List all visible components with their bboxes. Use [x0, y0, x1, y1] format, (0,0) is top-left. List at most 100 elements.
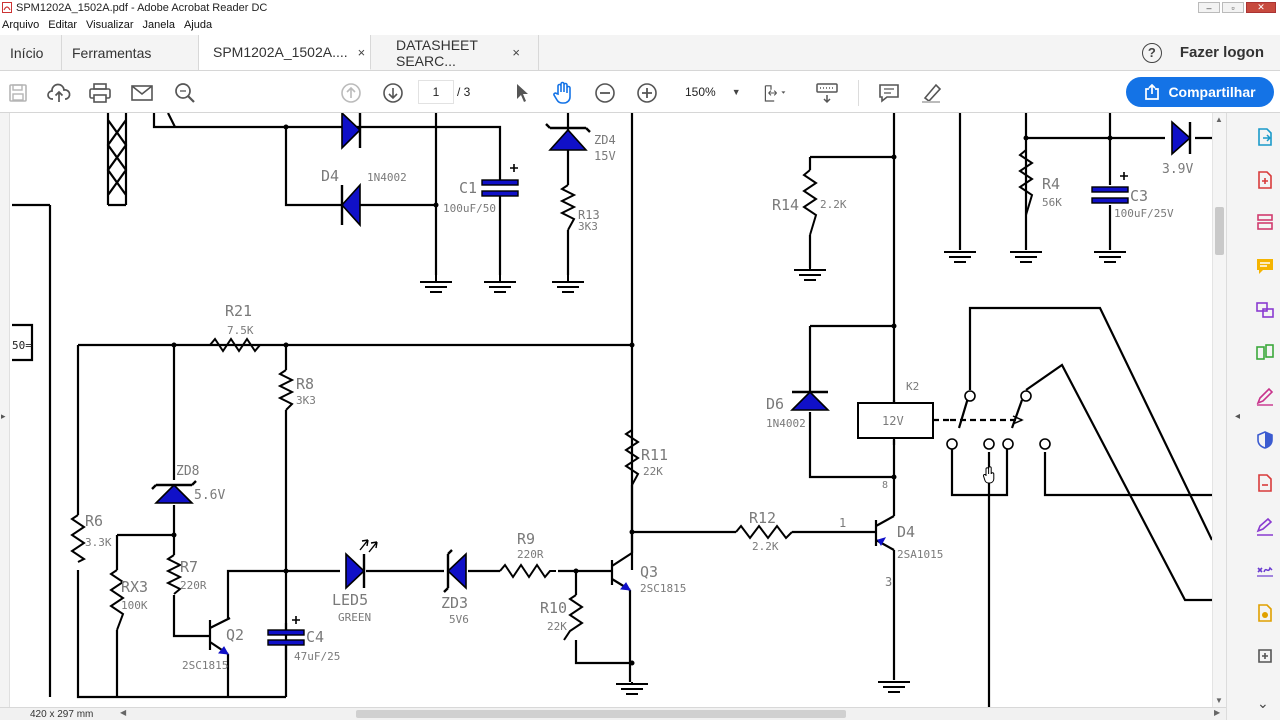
tab-document-label: DATASHEET SEARC... [396, 36, 478, 69]
menu-visualizar[interactable]: Visualizar [86, 19, 134, 31]
close-window-icon[interactable]: ✕ [1246, 2, 1276, 13]
menu-arquivo[interactable]: Arquivo [2, 19, 40, 31]
label-zd8: ZD8 [176, 464, 199, 479]
value-r14: 2.2K [820, 198, 847, 211]
print-icon[interactable] [88, 81, 112, 105]
label-c4: C4 [306, 628, 324, 646]
login-link[interactable]: Fazer logon [1179, 44, 1264, 61]
export-pdf-icon[interactable] [1255, 127, 1275, 147]
fill-sign-icon[interactable] [1255, 386, 1275, 406]
select-cursor-icon[interactable] [510, 81, 534, 105]
page-size-readout: 420 x 297 mm [30, 709, 94, 720]
label-r7: R7 [180, 558, 198, 576]
value-r8: 3K3 [296, 394, 316, 407]
next-page-icon[interactable] [381, 81, 405, 105]
expand-left-icon[interactable]: ▸ [1, 411, 6, 421]
value-q2: 2SC1815 [182, 659, 228, 672]
tab-tools[interactable]: Ferramentas [62, 35, 199, 70]
save-icon[interactable] [6, 81, 30, 105]
window-title: SPM1202A_1502A.pdf - Adobe Acrobat Reade… [16, 1, 268, 14]
zoom-level-value: 150% [685, 85, 716, 99]
zoom-out-icon[interactable] [593, 81, 617, 105]
previous-page-icon[interactable] [339, 81, 363, 105]
collapse-panel-icon[interactable]: ◂ [1235, 411, 1241, 422]
pin-label-1: 1 [839, 516, 846, 530]
search-icon[interactable] [173, 81, 197, 105]
page-number-input[interactable]: 1 [418, 80, 454, 104]
comment-icon[interactable] [877, 81, 901, 105]
left-panel-toggle-strip[interactable]: ▸ [0, 113, 10, 707]
combine-files-icon[interactable] [1255, 300, 1275, 320]
value-r11: 22K [643, 465, 663, 478]
window-controls: – ▫ ✕ [1198, 0, 1276, 15]
close-tab-icon[interactable]: × [512, 45, 520, 60]
help-icon[interactable]: ? [1141, 42, 1162, 63]
menu-editar[interactable]: Editar [48, 19, 78, 31]
label-r4: R4 [1042, 175, 1060, 193]
label-zd4: ZD4 [594, 133, 616, 147]
status-bar: 420 x 297 mm ◀ ▶ [0, 707, 1226, 720]
upload-cloud-icon[interactable] [47, 81, 71, 105]
label-r8: R8 [296, 375, 314, 393]
scroll-up-icon[interactable]: ▲ [1215, 115, 1223, 124]
value-zd4: 15V [594, 149, 616, 163]
label-q4: D4 [897, 523, 915, 541]
protect-shield-icon[interactable] [1255, 430, 1275, 450]
scroll-right-icon[interactable]: ▶ [1214, 708, 1221, 717]
comment-tool-icon[interactable] [1255, 256, 1275, 276]
fit-page-icon[interactable] [763, 81, 787, 105]
toolbar: 1 / 3 150% ▼ Co [0, 72, 1280, 113]
edit-pdf-icon[interactable] [1255, 212, 1275, 232]
minimize-icon[interactable]: – [1198, 2, 1220, 13]
tab-document-spm1202a[interactable]: SPM1202A_1502A.... × [199, 35, 371, 70]
label-k2: K2 [906, 380, 919, 393]
certificate-sign-icon[interactable] [1255, 560, 1275, 580]
label-led5: LED5 [332, 591, 368, 609]
right-tools-panel: ◂ ⌄ [1226, 113, 1280, 720]
tab-tools-label: Ferramentas [72, 44, 152, 61]
email-icon[interactable] [130, 81, 154, 105]
value-zd3: 5V6 [449, 613, 469, 626]
tab-home[interactable]: Início [0, 35, 62, 70]
value-c3: 100uF/25V [1114, 207, 1174, 220]
title-bar: SPM1202A_1502A.pdf - Adobe Acrobat Reade… [0, 0, 1280, 15]
chevron-down-icon[interactable]: ⌄ [1257, 695, 1269, 711]
more-tools-icon[interactable] [1255, 646, 1275, 666]
close-tab-icon[interactable]: × [357, 44, 366, 60]
label-d6: D6 [766, 395, 784, 413]
stamp-file-icon[interactable] [1255, 603, 1275, 623]
tab-home-label: Início [10, 44, 44, 61]
vertical-scrollbar[interactable]: ▲ ▼ [1212, 113, 1226, 707]
value-zd-top-right: 3.9V [1162, 162, 1193, 177]
keyboard-icon[interactable] [815, 81, 839, 105]
menu-janela[interactable]: Janela [142, 19, 175, 31]
pin-label-relay: 8 [882, 480, 888, 491]
organize-pages-icon[interactable] [1255, 343, 1275, 363]
scrollbar-thumb[interactable] [1215, 207, 1224, 255]
toolbar-separator [858, 80, 859, 106]
tab-document-datasheet[interactable]: DATASHEET SEARC... × [371, 35, 539, 70]
menu-ajuda[interactable]: Ajuda [183, 19, 213, 31]
zoom-level-select[interactable]: 150% ▼ [670, 80, 746, 104]
export-file-icon[interactable] [1255, 473, 1275, 493]
highlight-pen-icon[interactable] [919, 81, 943, 105]
hand-tool-icon[interactable] [551, 81, 575, 105]
share-button-label: Compartilhar [1168, 84, 1256, 100]
horizontal-scrollbar-thumb[interactable] [356, 710, 846, 718]
document-view[interactable]: D4 C1 R13 R14 R4 C3 R21 R8 D6 R11 R6 RX3… [10, 113, 1212, 707]
pin-label-3: 3 [885, 575, 892, 589]
label-c1: C1 [459, 179, 477, 197]
value-k2: 12V [882, 414, 904, 428]
label-r11: R11 [641, 446, 668, 464]
maximize-icon[interactable]: ▫ [1222, 2, 1244, 13]
zoom-in-icon[interactable] [635, 81, 659, 105]
label-r9: R9 [517, 530, 535, 548]
value-q4: 2SA1015 [897, 548, 943, 561]
scroll-down-icon[interactable]: ▼ [1215, 696, 1223, 705]
create-pdf-icon[interactable] [1255, 170, 1275, 190]
share-button[interactable]: Compartilhar [1126, 77, 1274, 107]
send-for-signature-icon[interactable] [1255, 517, 1275, 537]
label-r21: R21 [225, 302, 252, 320]
scroll-left-icon[interactable]: ◀ [120, 708, 127, 717]
